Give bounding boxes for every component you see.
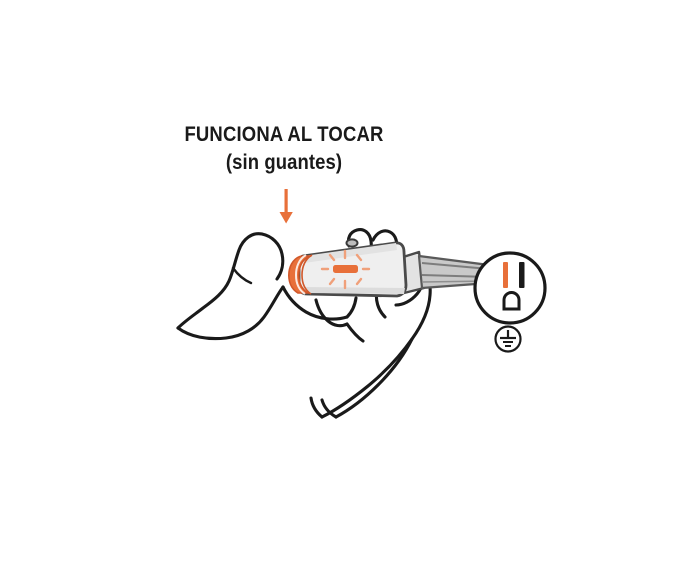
tester-orange-cap [288,254,313,295]
down-arrow-icon [279,189,293,224]
caption-secondary-text: (sin guantes) [225,151,343,174]
caption-block: FUNCIONA AL TOCAR (sin guantes) [0,124,568,173]
electrical-outlet [473,251,547,325]
glow-indicator-icon [320,249,371,290]
caption-primary-text: FUNCIONA AL TOCAR [184,123,384,146]
earth-ground-symbol [494,325,522,353]
